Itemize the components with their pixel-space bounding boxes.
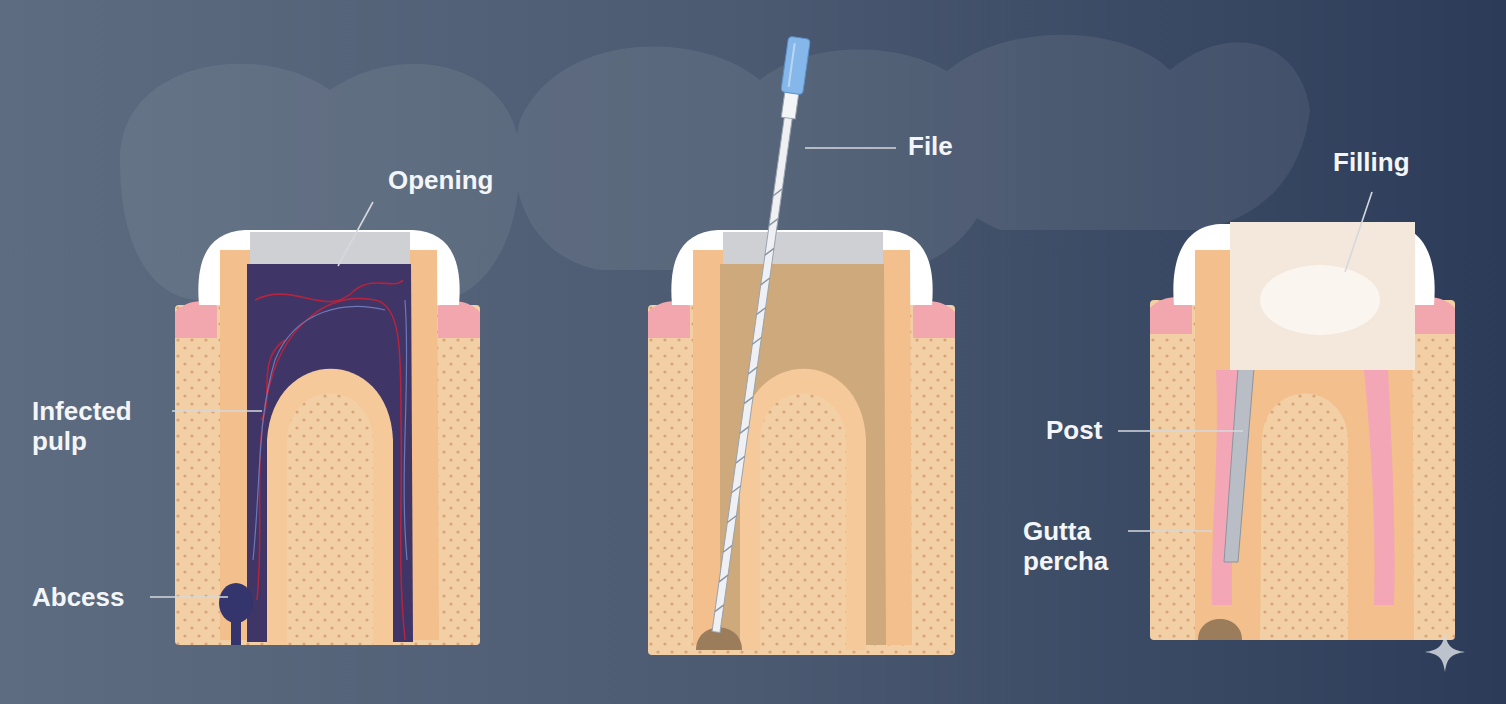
leader-lines (150, 148, 1372, 597)
part-label: File (908, 131, 953, 161)
part-label: Gutta percha (1023, 516, 1153, 576)
part-label: Infected pulp (32, 396, 172, 456)
part-label: Abcess (32, 582, 125, 612)
endodontic-file (705, 36, 810, 633)
tooth-infected (175, 230, 480, 645)
part-label: Opening (388, 165, 493, 195)
tooth-filing (648, 230, 955, 655)
part-label: Filling (1333, 147, 1410, 177)
sparkle-icon (1425, 632, 1465, 672)
part-label: Post (1046, 415, 1102, 445)
